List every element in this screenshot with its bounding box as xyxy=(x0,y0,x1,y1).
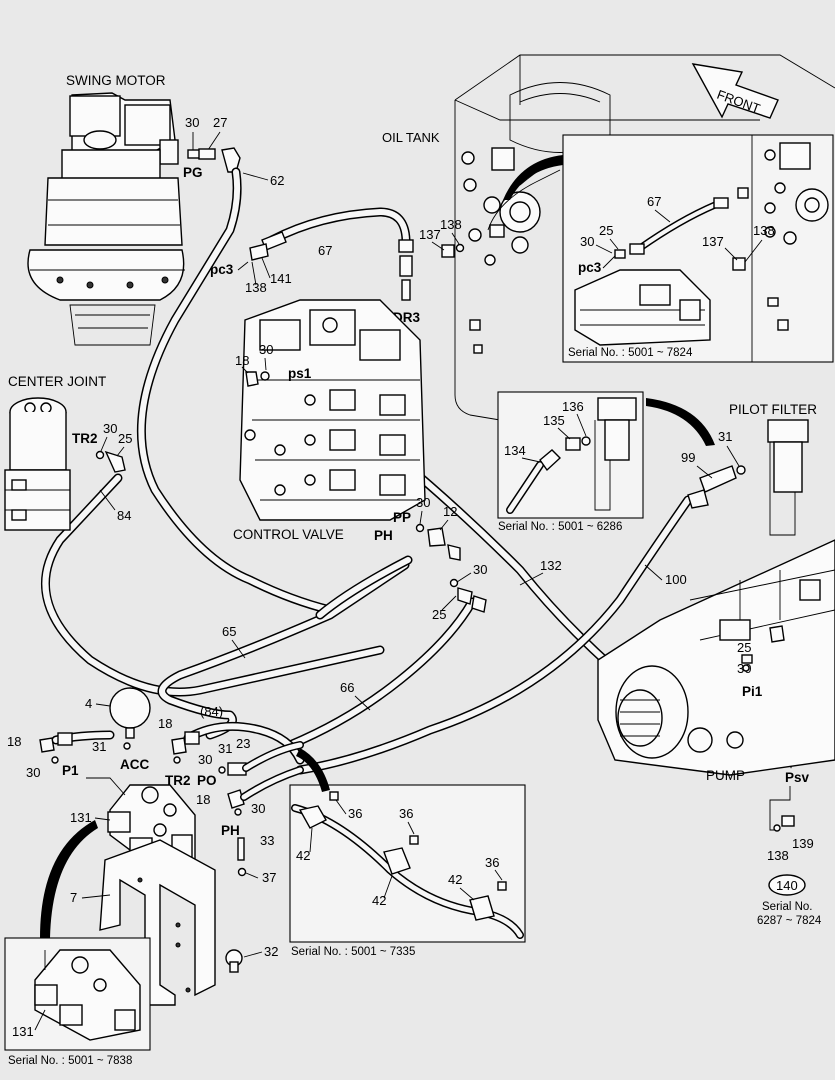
oil-tank-inset: 67 25 30 pc3 138 137 Serial No. : 5001 ~… xyxy=(562,134,834,363)
label-18-mid: 18 xyxy=(158,716,172,731)
valve-block-inset: 131 Serial No. : 5001 ~ 7838 xyxy=(4,937,151,1067)
swing-motor-title: SWING MOTOR xyxy=(66,73,166,88)
port-pi1: Pi1 xyxy=(742,684,763,699)
port-pp: PP xyxy=(393,510,411,525)
label-137-main: 137 xyxy=(419,227,441,242)
label-30-inset: 30 xyxy=(580,234,594,249)
label-30-mid2: 30 xyxy=(198,752,212,767)
label-140: 140 xyxy=(776,878,798,893)
label-30-pp: 30 xyxy=(416,495,430,510)
label-138-inset: 138 xyxy=(753,223,775,238)
serial-pilot-filter-inset: Serial No. : 5001 ~ 6286 xyxy=(498,521,622,533)
port-po: PO xyxy=(197,773,217,788)
mounting-bracket xyxy=(99,839,216,1006)
port-psv: Psv xyxy=(785,770,810,785)
label-65: 65 xyxy=(222,624,236,639)
serial-oil-tank-inset: Serial No. : 5001 ~ 7824 xyxy=(568,347,693,359)
label-18-ph: 18 xyxy=(196,792,210,807)
center-joint: CENTER JOINT xyxy=(4,374,106,531)
serial-psv-1: Serial No. xyxy=(762,901,813,913)
label-67: 67 xyxy=(318,243,332,258)
label-30-p1: 30 xyxy=(26,765,40,780)
clamp-inset: 36 36 36 42 42 42 Serial No. : 5001 ~ 73… xyxy=(289,784,526,958)
port-acc: ACC xyxy=(120,757,149,772)
label-25-pump: 25 xyxy=(737,640,751,655)
label-138-tank: 138 xyxy=(440,217,462,232)
pilot-filter-title: PILOT FILTER xyxy=(729,402,817,417)
label-136: 136 xyxy=(562,399,584,414)
port-ph-block: PH xyxy=(221,823,240,838)
label-42-c: 42 xyxy=(448,872,462,887)
label-27: 27 xyxy=(213,115,227,130)
label-31-acc: 31 xyxy=(92,739,106,754)
pilot-filter: PILOT FILTER 31 99 xyxy=(681,402,817,536)
label-84-paren: (84) xyxy=(200,704,223,719)
label-23: 23 xyxy=(236,736,250,751)
label-30-ph: 30 xyxy=(251,801,265,816)
label-36-b: 36 xyxy=(399,806,413,821)
label-84: 84 xyxy=(117,508,131,523)
port-tr2-block: TR2 xyxy=(165,773,191,788)
label-30-joint: 30 xyxy=(103,421,117,436)
valve-block xyxy=(107,784,196,866)
port-pg: PG xyxy=(183,165,203,180)
control-valve: CONTROL VALVE xyxy=(233,299,426,542)
swing-motor: SWING MOTOR xyxy=(27,73,185,346)
label-30-motor: 30 xyxy=(185,115,199,130)
label-18-valve: 18 xyxy=(235,353,249,368)
oil-tank-title: OIL TANK xyxy=(382,130,440,145)
serial-psv-2: 6287 ~ 7824 xyxy=(757,915,822,927)
label-25-joint: 25 xyxy=(118,431,132,446)
label-4: 4 xyxy=(85,696,92,711)
label-42-b: 42 xyxy=(372,893,386,908)
label-31-po: 31 xyxy=(218,741,232,756)
accumulator xyxy=(109,687,151,739)
serial-block-inset: Serial No. : 5001 ~ 7838 xyxy=(8,1055,132,1067)
label-42-a: 42 xyxy=(296,848,310,863)
label-25-mid: 25 xyxy=(432,607,446,622)
label-30-valve: 30 xyxy=(259,342,273,357)
port-ph-valve: PH xyxy=(374,528,393,543)
label-99: 99 xyxy=(681,450,695,465)
label-141: 141 xyxy=(270,271,292,286)
label-138-main: 138 xyxy=(245,280,267,295)
label-30-mid: 30 xyxy=(473,562,487,577)
pump: PUMP xyxy=(597,539,835,783)
port-pc3: pc3 xyxy=(210,262,234,277)
label-67-inset: 67 xyxy=(647,194,661,209)
center-joint-title: CENTER JOINT xyxy=(8,374,106,389)
label-139: 139 xyxy=(792,836,814,851)
control-valve-title: CONTROL VALVE xyxy=(233,527,344,542)
label-135: 135 xyxy=(543,413,565,428)
port-pc3-inset: pc3 xyxy=(578,260,602,275)
label-66: 66 xyxy=(340,680,354,695)
label-33: 33 xyxy=(260,833,274,848)
serial-clamp-inset: Serial No. : 5001 ~ 7335 xyxy=(291,946,415,958)
pilot-filter-inset: 136 135 134 Serial No. : 5001 ~ 6286 xyxy=(497,391,644,533)
label-131-inset: 131 xyxy=(12,1024,34,1039)
label-37: 37 xyxy=(262,870,276,885)
label-18-left: 18 xyxy=(7,734,21,749)
label-131-main: 131 xyxy=(70,810,92,825)
label-62: 62 xyxy=(270,173,284,188)
label-132: 132 xyxy=(540,558,562,573)
label-134: 134 xyxy=(504,443,526,458)
port-p1: P1 xyxy=(62,763,79,778)
label-25-inset: 25 xyxy=(599,223,613,238)
label-7: 7 xyxy=(70,890,77,905)
label-138-psv: 138 xyxy=(767,848,789,863)
label-12: 12 xyxy=(443,504,457,519)
label-31-filter: 31 xyxy=(718,429,732,444)
port-tr2-joint: TR2 xyxy=(72,431,98,446)
port-ps1: ps1 xyxy=(288,366,312,381)
label-36-c: 36 xyxy=(485,855,499,870)
label-137-inset: 137 xyxy=(702,234,724,249)
label-36-a: 36 xyxy=(348,806,362,821)
label-100: 100 xyxy=(665,572,687,587)
pump-title: PUMP xyxy=(706,768,745,783)
label-32: 32 xyxy=(264,944,278,959)
oil-tank xyxy=(454,54,835,421)
